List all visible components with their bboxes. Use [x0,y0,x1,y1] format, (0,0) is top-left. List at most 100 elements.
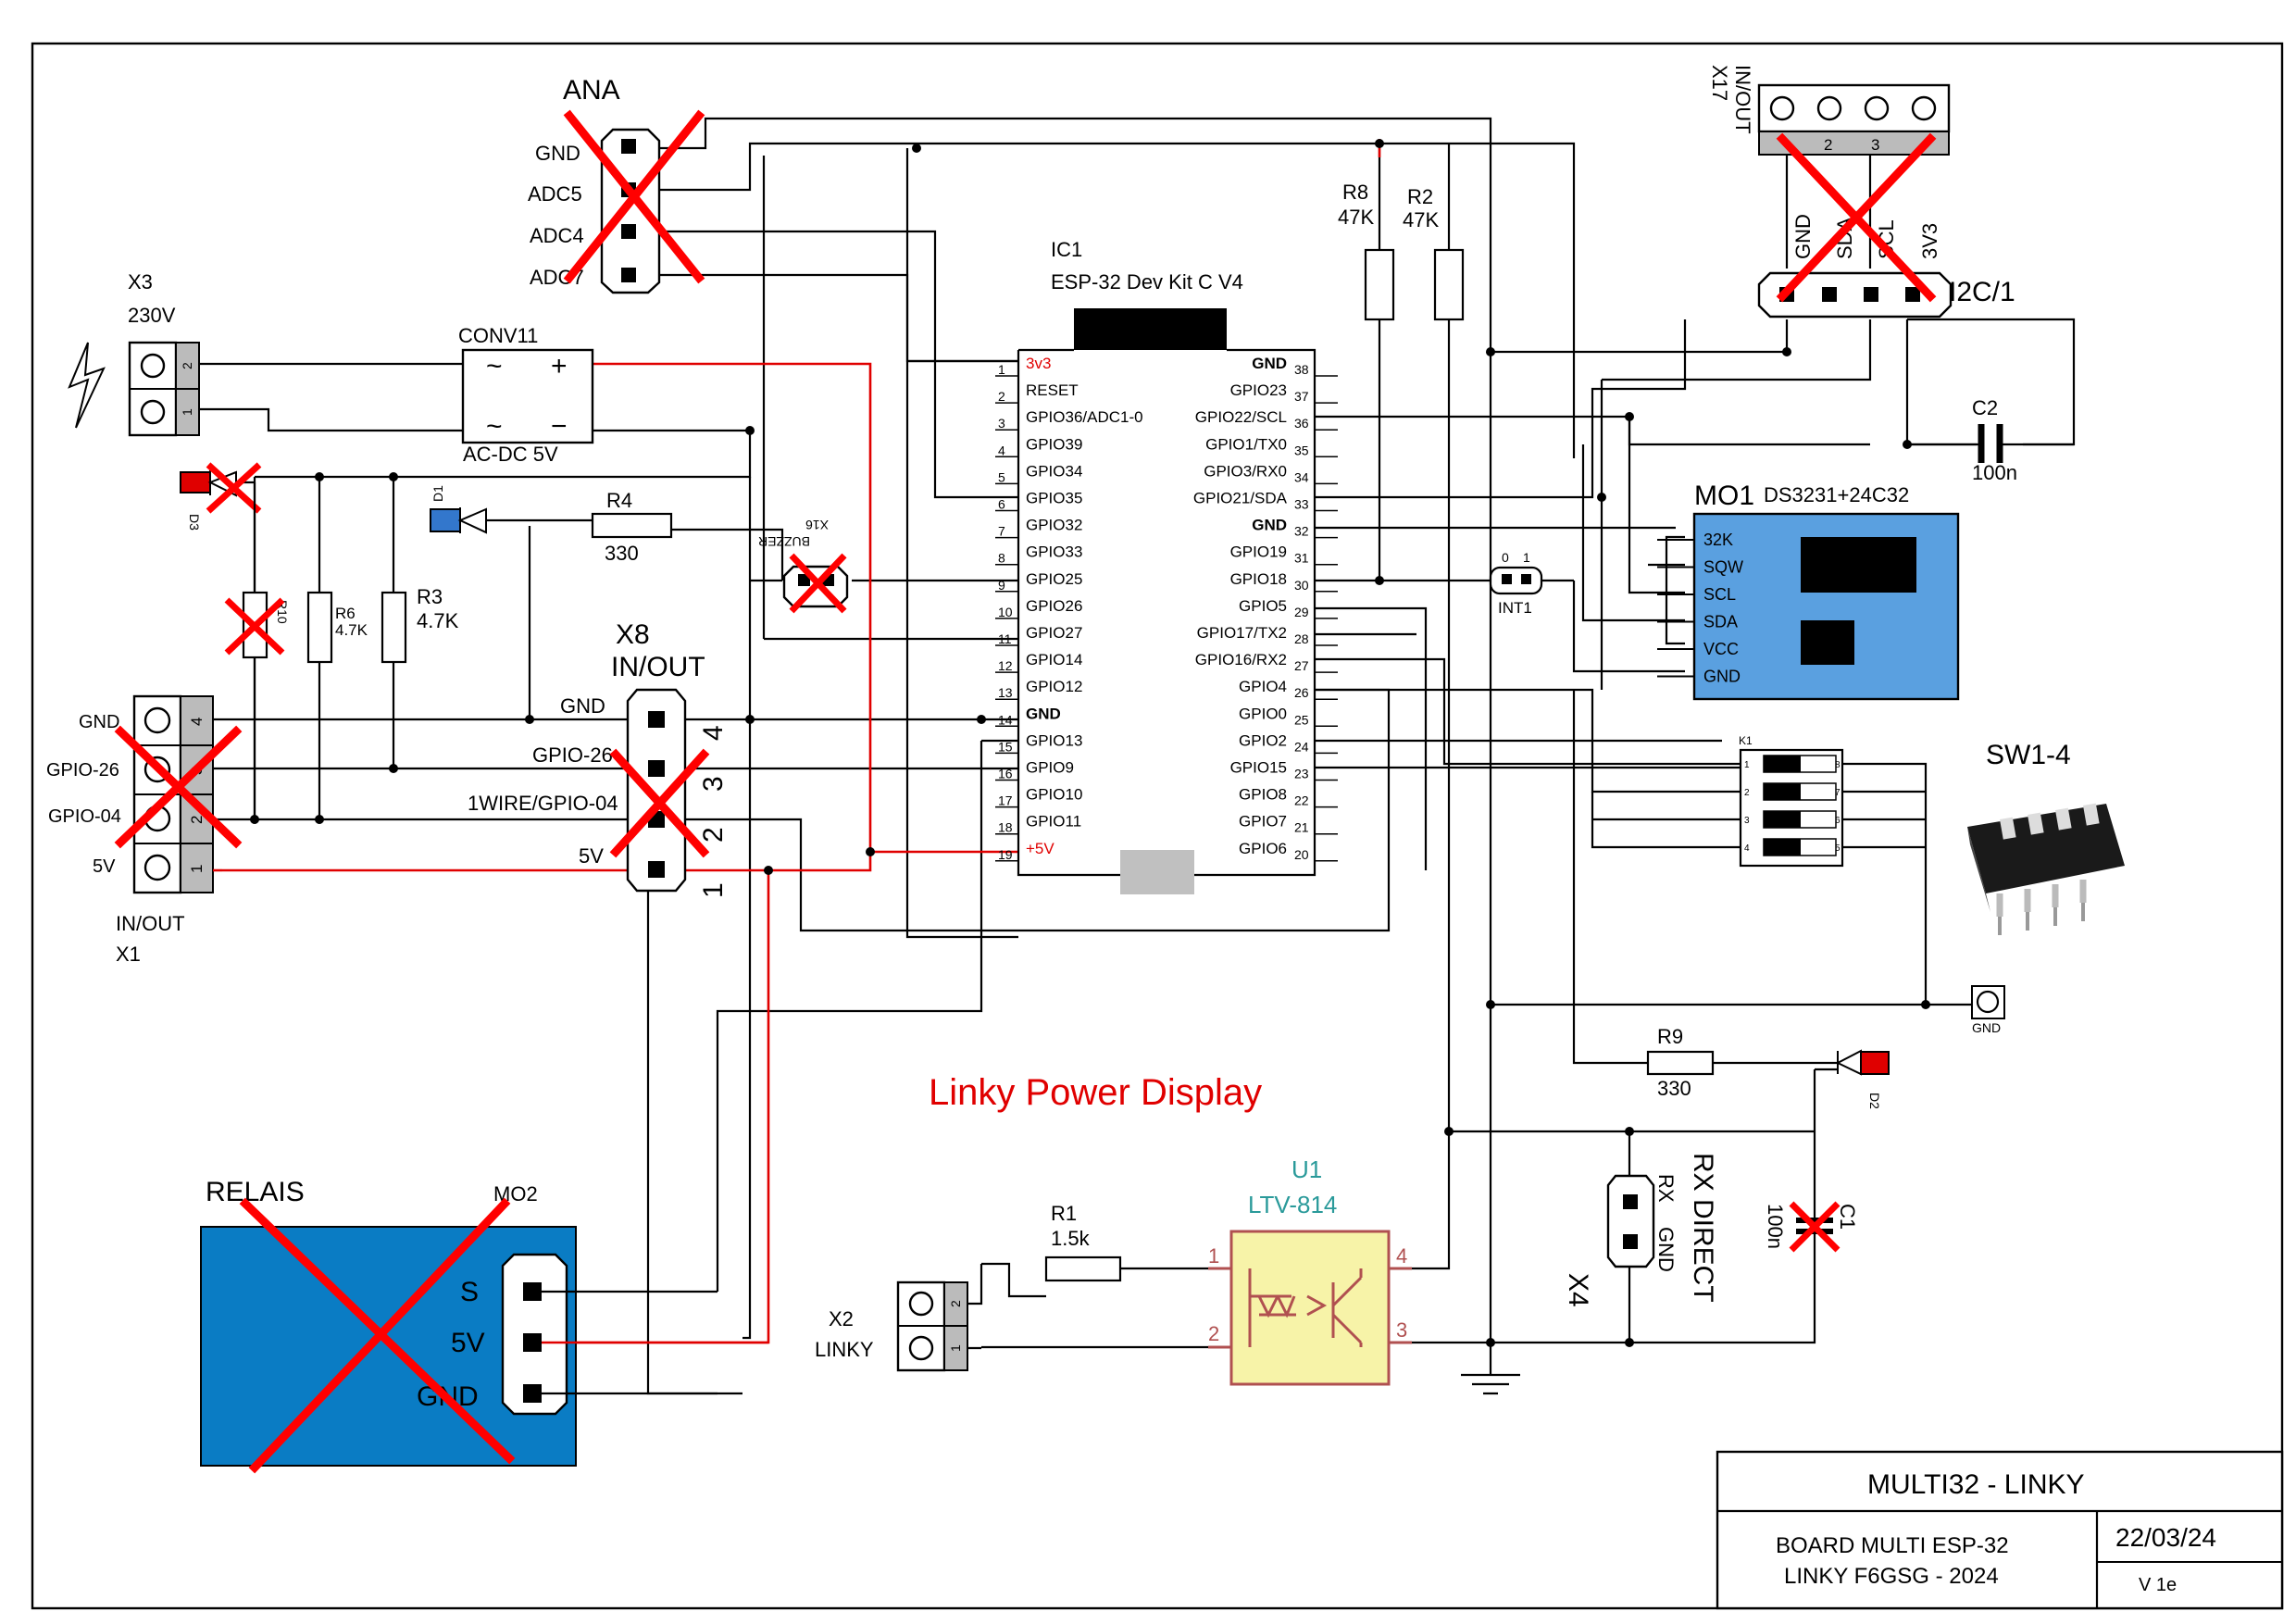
x1-lbl-04: GPIO-04 [48,806,121,827]
r2-ref: R2 [1407,185,1433,208]
ic1-left-pin-number: 19 [998,847,1013,862]
x4-rx-direct: RX DIRECT RX GND X4 [1563,1153,1718,1307]
int1-0: 0 [1502,550,1509,565]
ic1-right-pin-number: 34 [1294,469,1309,484]
ic1-right-pin-number: 32 [1294,524,1309,539]
ic1-left-pin-label: GPIO10 [1026,786,1082,804]
conv11: CONV11 ~ ~ + − AC-DC 5V [458,324,594,466]
k1-switch-lever [1764,783,1801,800]
ic1-right-pin-number: 24 [1294,739,1309,754]
relais-pin-s: S [460,1277,479,1307]
ic1-left-pin-label: GPIO36/ADC1-0 [1026,408,1143,426]
int1-1: 1 [1523,550,1530,565]
ic1-right-pin-number: 38 [1294,362,1309,377]
x3-ref: X3 [128,270,153,294]
x8-lbl-04: 1WIRE/GPIO-04 [468,792,618,815]
x8-num-4: 4 [698,725,729,741]
u1-body [1229,1230,1391,1386]
mo1-pin-label: SCL [1703,585,1736,604]
k1-ref: K1 [1739,734,1753,747]
lightning-icon [68,342,106,429]
junctions [250,139,1930,1347]
k1-left-num: 4 [1744,843,1750,854]
ic1-left-pin-number: 11 [998,631,1012,646]
relais-mo2: RELAIS MO2 S 5V GND [200,1177,768,1474]
k1-right-num: 8 [1835,760,1841,770]
c2-ref: C2 [1972,396,1998,419]
x1-connector: 4 3 2 1 GND GPIO-26 GPIO-04 5V IN/OUT X1 [46,694,243,966]
ic1-right-pin-label: GPIO15 [1230,759,1287,777]
ic1-left-pin-number: 3 [998,416,1005,431]
u1-optocoupler: U1 LTV-814 1 2 4 3 [1208,1156,1412,1386]
ic1-right-pin-label: GPIO3/RX0 [1204,462,1287,480]
ic1-right-pin-number: 31 [1294,551,1309,566]
u1-pin4: 4 [1396,1244,1407,1268]
ic1-left-pin-label: GPIO25 [1026,570,1082,588]
mo1-ref: MO1 [1694,481,1754,511]
mo1-pin-label: GND [1703,668,1741,686]
ic1-left-pin-label: GPIO39 [1026,435,1082,453]
ic1-ref: IC1 [1051,238,1082,261]
ic1-left-pin-number: 18 [998,820,1013,835]
mo1-pin-label: 32K [1703,531,1733,549]
r4-val: 330 [605,542,639,565]
conv-ac1: ~ [486,351,503,381]
pullups-r8-r2: R8 47K R2 47K [1338,181,1465,321]
conv-minus: − [551,411,568,442]
k1-left-num: 1 [1744,760,1750,770]
sw-label: SW1-4 [1986,740,2071,770]
ic1-right-pin-label: GPIO22/SCL [1195,408,1287,426]
x2-num-1: 1 [948,1344,963,1352]
ic1-right-pin-label: GPIO8 [1239,786,1287,804]
buzzer-x16: X16 BUZZER [758,518,849,614]
k1-switch-lever [1764,756,1801,772]
x8-lbl-5v: 5V [579,844,604,868]
x17-sub: IN/OUT [1731,65,1754,134]
k1-right-num: 6 [1835,816,1841,826]
x3-num-2: 2 [180,362,194,369]
x3-mains: X3 230V 2 1 [68,270,208,437]
ic1-right-pin-label: GPIO0 [1239,705,1287,722]
k1-left-num: 2 [1744,788,1750,798]
ic1-right-pin-label: GPIO1/TX0 [1205,435,1287,453]
x8-ref: X8 [616,619,650,650]
x1-lbl-5v: 5V [93,856,116,877]
ic1-right-pin-label: GPIO23 [1230,381,1287,399]
ic1-left-pin-number: 14 [998,712,1013,727]
d3-led [180,471,211,493]
ic1-left-pin-label: 3v3 [1026,355,1051,372]
ana-pin-2: ADC4 [530,224,584,247]
r9-d2: R9 330 D2 [1646,1025,1890,1109]
ic1-left-pin-number: 17 [998,793,1013,808]
d2-led [1860,1051,1890,1075]
gnd-terminal: GND [1971,985,2005,1035]
tb-version: V 1e [2139,1575,2177,1595]
relais-title: RELAIS [206,1177,305,1207]
ic1-left-pin-number: 6 [998,497,1005,512]
c2-cap: C2 100n [1907,396,2074,484]
x1-lbl-gnd: GND [79,712,119,732]
ic1-left-pin-number: 7 [998,524,1005,539]
ic1-left-pin-label: GPIO32 [1026,517,1082,534]
gnd-term-label: GND [1972,1020,2001,1035]
d1-ref: D1 [430,485,445,502]
ic1-left-pin-label: GPIO14 [1026,651,1082,668]
x8-connector: X8 IN/OUT GND GPIO-26 1WIRE/GPIO-04 5V 4… [468,619,729,898]
r1-val: 1.5k [1051,1227,1091,1250]
x3-num-1: 1 [180,408,194,416]
ic1-right-pin-number: 37 [1294,389,1309,404]
ic1-left-pin-label: GPIO11 [1026,813,1081,831]
ic1-antenna [1074,308,1227,350]
ic1-right-pin-number: 29 [1294,605,1309,619]
mo1-name: DS3231+24C32 [1764,483,1909,506]
ic1-right-pin-label: GPIO17/TX2 [1197,624,1287,642]
ic1-right-pin-number: 26 [1294,685,1309,700]
r6-val: 4.7K [335,621,368,639]
u1-pin1: 1 [1208,1244,1219,1268]
buzzer-ref: X16 [805,518,829,532]
ic1-left-pin-label: GND [1026,705,1061,722]
ic1-right-pin-label: GPIO19 [1230,543,1287,561]
ic1-right-pin-label: GPIO5 [1239,597,1287,615]
ic1-right-pin-number: 35 [1294,443,1309,457]
